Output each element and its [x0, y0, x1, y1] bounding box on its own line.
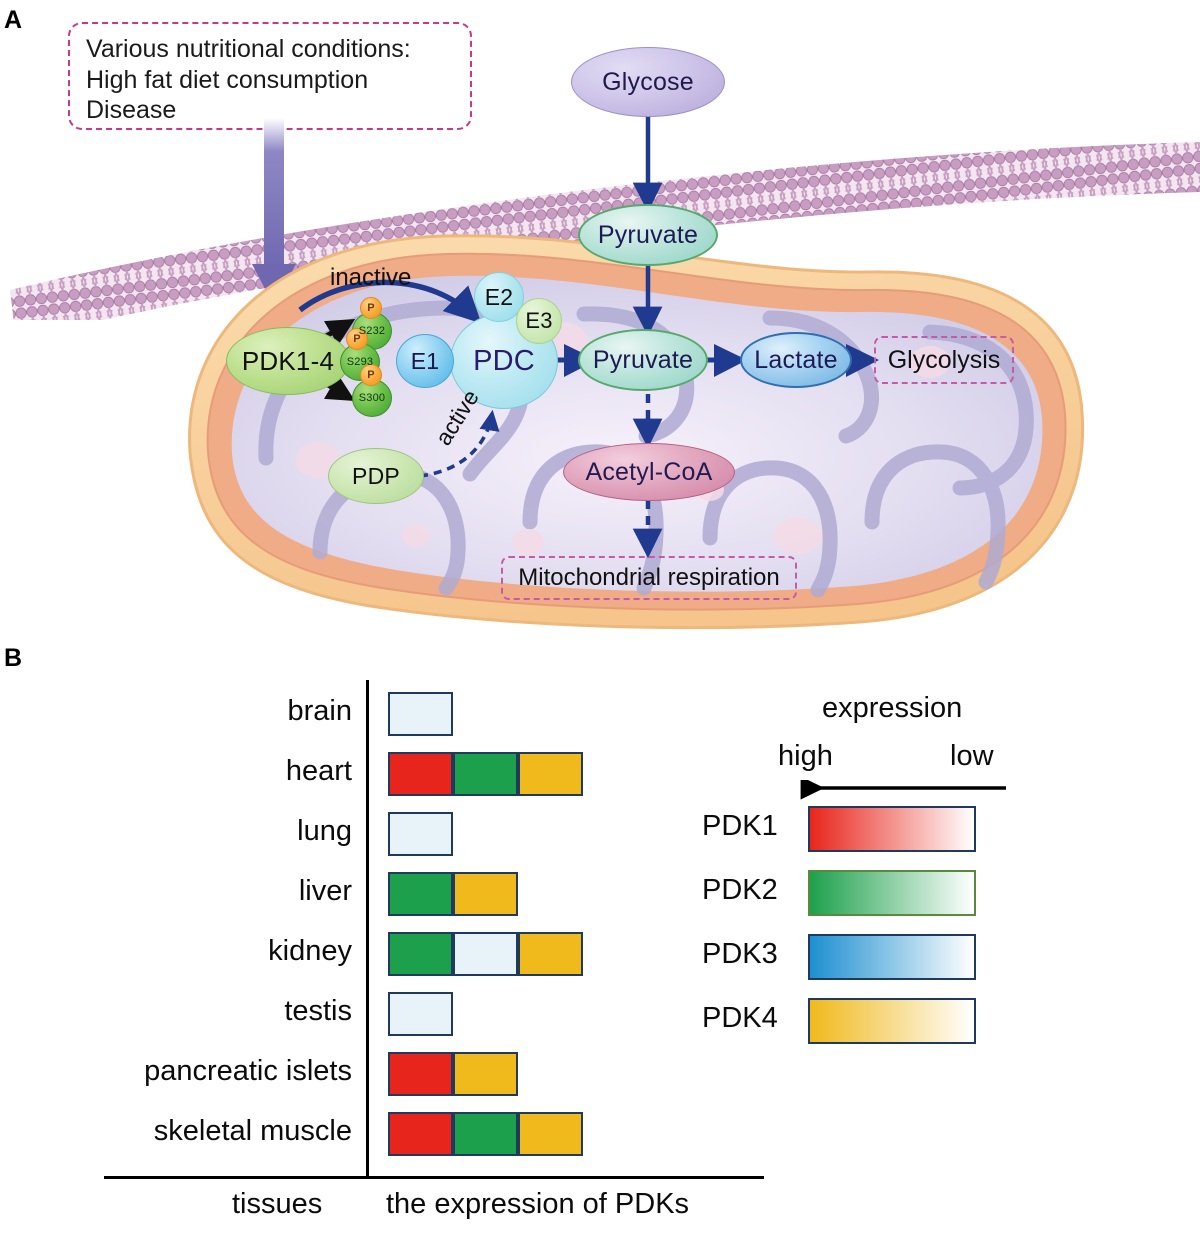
node-e1-label: E1: [410, 347, 440, 374]
expression-bar-lung: [388, 812, 453, 856]
expression-bar-heart: [388, 752, 583, 796]
bar-segment-pdk3: [453, 932, 518, 976]
node-lactate: Lactate: [740, 332, 852, 388]
bar-segment-pdk3: [388, 812, 453, 856]
tissue-label-testis: testis: [284, 995, 352, 1027]
axis-caption-tissues: tissues: [232, 1188, 323, 1220]
chart-vertical-axis: [366, 680, 369, 1177]
node-pdc-label: PDC: [473, 344, 535, 377]
phospho-group-s300: P: [360, 364, 382, 386]
tissue-label-heart: heart: [285, 755, 352, 787]
legend-gradient-pdk1: [808, 806, 976, 852]
tissue-label-liver: liver: [298, 875, 352, 907]
legend-gradient-pdk4: [808, 998, 976, 1044]
legend-label-pdk4: PDK4: [702, 1002, 778, 1034]
bar-segment-pdk1: [388, 1052, 453, 1096]
legend-title: expression: [822, 692, 963, 724]
phospho-group-s293: P: [346, 328, 368, 350]
legend-label-pdk2: PDK2: [702, 874, 778, 906]
bar-segment-pdk4: [518, 932, 583, 976]
expression-bar-kidney: [388, 932, 583, 976]
node-glycolysis-label: Glycolysis: [887, 345, 1001, 374]
legend-direction-arrow: [800, 780, 1006, 800]
node-pyruvate-mito: Pyruvate: [578, 329, 708, 391]
panel-b-letter: B: [4, 644, 23, 672]
node-acetyl-coa-label: Acetyl-CoA: [585, 457, 713, 486]
bar-segment-pdk1: [388, 1112, 453, 1156]
legend-high-label: high: [778, 740, 833, 772]
node-pyruvate-cytosol: Pyruvate: [578, 204, 718, 266]
node-glycolysis: Glycolysis: [874, 336, 1014, 384]
node-acetyl-coa: Acetyl-CoA: [563, 443, 735, 501]
phospho-group-s232: P: [360, 297, 382, 319]
bar-segment-pdk2: [453, 752, 518, 796]
node-lactate-label: Lactate: [754, 345, 838, 374]
expression-bar-testis: [388, 992, 453, 1036]
node-e3: E3: [516, 298, 562, 344]
legend-label-pdk1: PDK1: [702, 810, 778, 842]
node-e2: E2: [474, 272, 524, 322]
panel-a-letter: A: [4, 6, 23, 34]
bar-segment-pdk4: [518, 752, 583, 796]
stimulus-callout-text: Various nutritional conditions: High fat…: [86, 35, 411, 124]
phospho-site-s300: S300: [352, 379, 392, 417]
tissue-label-lung: lung: [297, 815, 352, 847]
bar-segment-pdk4: [518, 1112, 583, 1156]
bar-segment-pdk3: [388, 692, 453, 736]
node-mitochondrial-respiration: Mitochondrial respiration: [501, 556, 797, 600]
node-pdp: PDP: [328, 448, 424, 504]
legend-gradient-pdk3: [808, 934, 976, 980]
legend-gradient-pdk2: [808, 870, 976, 916]
bar-segment-pdk2: [388, 932, 453, 976]
bar-segment-pdk4: [453, 872, 518, 916]
expression-bar-pancreatic-islets: [388, 1052, 518, 1096]
bar-segment-pdk1: [388, 752, 453, 796]
node-pyruvate-mito-label: Pyruvate: [592, 345, 694, 374]
node-e2-label: E2: [484, 283, 514, 310]
phospho-group-s300-label: P: [367, 369, 375, 381]
node-mitochondrial-respiration-label: Mitochondrial respiration: [518, 564, 780, 591]
phospho-group-s232-label: P: [367, 302, 375, 314]
axis-caption-expression: the expression of PDKs: [386, 1188, 690, 1220]
expression-bar-skeletal-muscle: [388, 1112, 583, 1156]
edge-label-inactive: inactive: [330, 264, 412, 291]
phospho-site-s293-label: S293: [346, 356, 374, 368]
bar-segment-pdk2: [388, 872, 453, 916]
expression-bar-liver: [388, 872, 518, 916]
expression-bar-brain: [388, 692, 453, 736]
chart-horizontal-axis: [104, 1176, 764, 1179]
tissue-label-skeletal-muscle: skeletal muscle: [153, 1115, 352, 1147]
node-e1: E1: [396, 334, 454, 388]
phospho-group-s293-label: P: [353, 333, 361, 345]
node-glycose-label: Glycose: [602, 67, 694, 96]
legend-label-pdk3: PDK3: [702, 938, 778, 970]
tissue-label-brain: brain: [287, 695, 353, 727]
node-pdk1-4: PDK1-4: [226, 327, 350, 395]
bar-segment-pdk3: [388, 992, 453, 1036]
phospho-site-s232-label: S232: [358, 325, 386, 337]
bar-segment-pdk2: [453, 1112, 518, 1156]
bar-segment-pdk4: [453, 1052, 518, 1096]
tissue-label-pancreatic-islets: pancreatic islets: [144, 1055, 352, 1087]
node-pdk1-4-label: PDK1-4: [241, 345, 335, 376]
node-glycose: Glycose: [571, 47, 725, 117]
tissue-label-kidney: kidney: [268, 935, 352, 967]
node-pyruvate-cytosol-label: Pyruvate: [597, 220, 699, 249]
node-e3-label: E3: [525, 308, 553, 333]
stimulus-callout-box: Various nutritional conditions: High fat…: [68, 22, 472, 130]
legend-low-label: low: [950, 740, 994, 772]
phospho-site-s300-label: S300: [358, 392, 386, 404]
node-pdp-label: PDP: [352, 462, 400, 489]
